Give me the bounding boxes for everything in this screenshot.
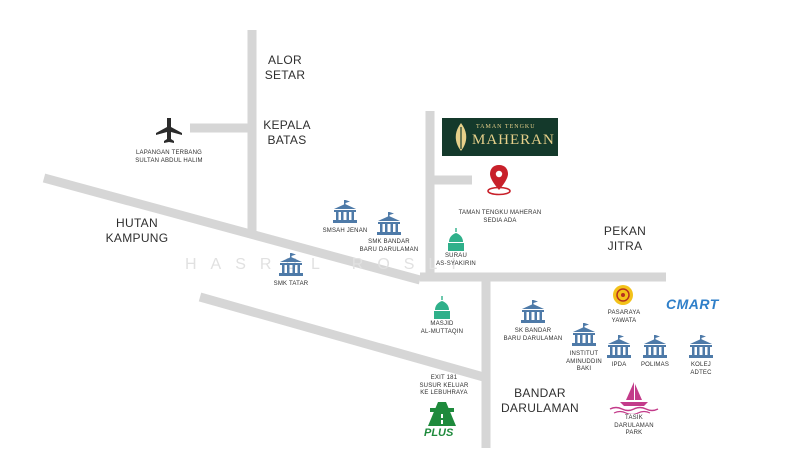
mosque-icon: [448, 228, 464, 251]
school-building-icon: [572, 323, 596, 346]
mosque-icon: [434, 296, 450, 319]
lake-park-icon: [609, 382, 659, 414]
school-building-icon: [521, 300, 545, 323]
taman-tengku-maheran-logo: TAMAN TENGKU MAHERAN: [442, 118, 558, 156]
watermark: HASRUL ROSLI: [185, 256, 470, 273]
label-polimas: POLIMAS: [640, 362, 670, 368]
school-building-icon: [377, 212, 401, 235]
label-smk-tatar: SMK TATAR: [273, 281, 309, 287]
logo-main-text: MAHERAN: [472, 132, 555, 148]
label-smsah-jenan: SMSAH JENAN: [322, 228, 368, 234]
school-building-icon: [279, 253, 303, 276]
plus-logo-text: PLUS: [424, 427, 454, 439]
school-building-icon: [689, 335, 713, 358]
school-building-icon: [643, 335, 667, 358]
label-ipda: IPDA: [611, 362, 627, 368]
road-hutan-kampung: [42, 173, 422, 285]
school-building-icon: [333, 200, 357, 223]
airplane-icon: [156, 118, 182, 143]
school-building-icon: [607, 335, 631, 358]
road-lebuhraya: [198, 292, 489, 383]
leaf-emblem-icon: [455, 123, 467, 151]
logo-small-text: TAMAN TENGKU: [476, 124, 536, 130]
pasaraya-logo-icon: [613, 285, 633, 305]
location-pin-icon: [487, 165, 511, 196]
highway-road-icon: [428, 402, 456, 426]
cmart-logo: CMART: [666, 296, 719, 312]
